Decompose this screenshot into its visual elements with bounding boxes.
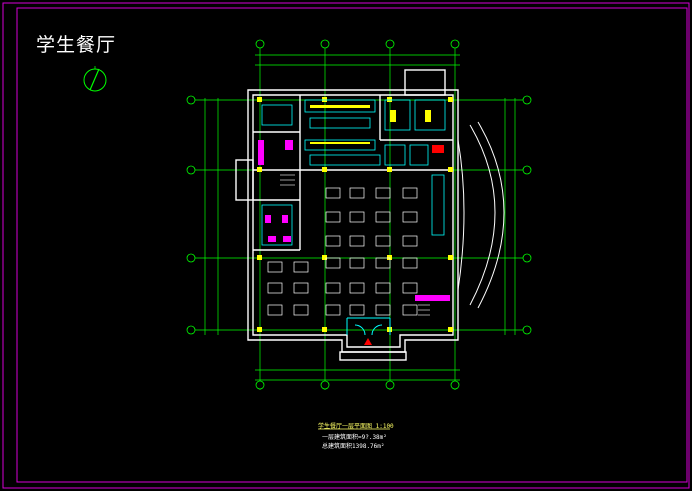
area-total-label: 总建筑面积1398.76m² — [322, 443, 385, 450]
dining-table — [325, 282, 341, 294]
dining-table — [293, 304, 309, 316]
dining-table — [349, 304, 365, 316]
dining-table — [267, 304, 283, 316]
dining-table — [375, 235, 391, 247]
dining-table — [325, 235, 341, 247]
dining-table — [349, 257, 365, 269]
dining-table — [325, 304, 341, 316]
red-markers — [364, 145, 444, 345]
dining-table — [349, 211, 365, 223]
north-arrow-icon — [83, 66, 107, 92]
kitchen-equipment — [261, 99, 446, 246]
dining-table — [349, 187, 365, 199]
entrance-doors — [346, 317, 391, 336]
dining-table — [293, 261, 309, 273]
area-ground-label: 一层建筑面积=9?.38m² — [322, 434, 387, 441]
dining-table — [325, 257, 341, 269]
dining-table — [267, 261, 283, 273]
axis-bubbles — [186, 39, 532, 390]
dining-tables — [267, 187, 418, 316]
dimension-lines — [195, 48, 525, 390]
kitchen-fixtures — [258, 140, 450, 301]
dining-table — [325, 211, 341, 223]
dining-table — [349, 282, 365, 294]
dining-table — [375, 257, 391, 269]
dining-table — [375, 304, 391, 316]
building-walls — [235, 69, 459, 361]
dining-table — [402, 211, 418, 223]
dining-table — [375, 282, 391, 294]
dining-table — [375, 211, 391, 223]
curved-entrance — [457, 121, 505, 309]
dining-table — [402, 187, 418, 199]
columns — [257, 97, 453, 332]
dining-table — [293, 282, 309, 294]
kitchen-counters — [310, 105, 431, 144]
dining-table — [349, 235, 365, 247]
dining-table — [402, 304, 418, 316]
stairs — [280, 174, 430, 316]
dining-table — [402, 257, 418, 269]
dining-table — [267, 282, 283, 294]
plan-caption: 学生餐厅一层平面图 1:100 — [318, 423, 394, 430]
dining-table — [402, 282, 418, 294]
drawing-title: 学生餐厅 — [36, 34, 117, 56]
inner-frame — [16, 7, 688, 483]
dining-table — [325, 187, 341, 199]
dining-table — [402, 235, 418, 247]
dining-table — [375, 187, 391, 199]
